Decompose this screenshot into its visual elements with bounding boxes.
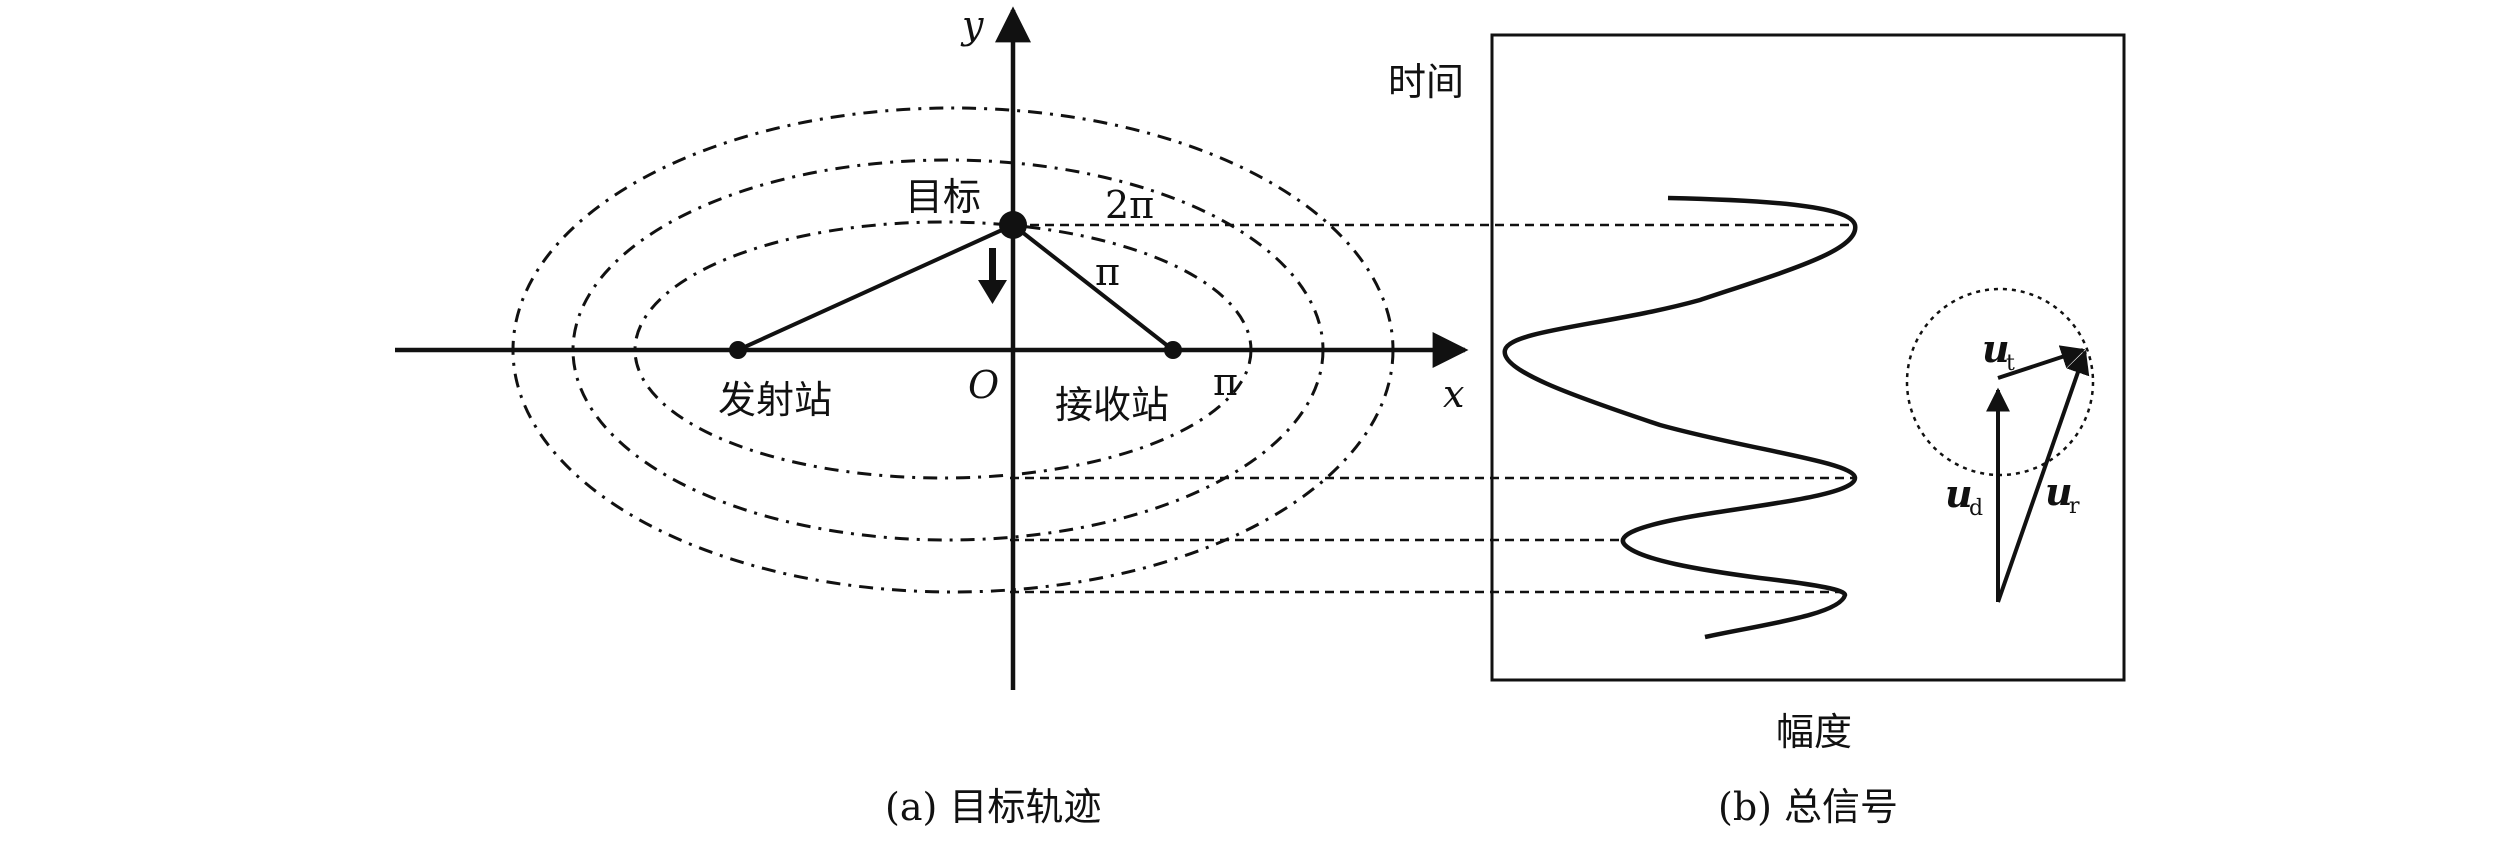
origin-label: O <box>968 363 999 407</box>
target-label: 目标 <box>905 175 981 219</box>
vector-ut-label: u t <box>1982 326 2015 376</box>
projection-lines <box>1010 223 1855 594</box>
panel-b: 时间 幅度 u t u d u r (b) 总信号 <box>1388 33 2126 829</box>
svg-text:u: u <box>1982 326 2010 371</box>
vector-ud-label: u d <box>1945 471 1983 521</box>
signal-waveform <box>1502 195 1858 640</box>
svg-text:t: t <box>2006 351 2015 376</box>
time-axis-label: 时间 <box>1388 60 1464 104</box>
amplitude-axis-label: 幅度 <box>1776 710 1852 754</box>
svg-text:u: u <box>1945 471 1973 516</box>
caption-a: (a) 目标轨迹 <box>885 785 1101 829</box>
svg-text:u: u <box>2045 469 2073 514</box>
transmitter-label: 发射站 <box>718 378 832 422</box>
y-axis-label: y <box>960 3 984 47</box>
transmitter-point <box>729 341 747 359</box>
target-motion-arrow <box>978 248 1007 304</box>
phase-pi-right-label: π <box>1213 360 1238 404</box>
target-point <box>999 211 1027 239</box>
svg-text:r: r <box>2069 494 2080 519</box>
phase-pi-upper-label: π <box>1095 250 1120 294</box>
x-axis-label: x <box>1443 372 1464 416</box>
signal-box <box>1490 33 2126 682</box>
receiver-label: 接收站 <box>1055 383 1169 427</box>
transmitter-target-line <box>737 223 1014 352</box>
caption-b: (b) 总信号 <box>1718 785 1898 829</box>
target-receiver-line <box>1011 223 1175 352</box>
vector-ur <box>1996 349 2090 603</box>
receiver-point <box>1164 341 1182 359</box>
vector-ur-label: u r <box>2045 469 2080 519</box>
phase-2pi-label: 2π <box>1105 183 1154 227</box>
panel-a: y x O 目标 发射站 接收站 2π π π (a) 目标轨迹 <box>395 3 1469 829</box>
svg-text:d: d <box>1969 496 1983 521</box>
